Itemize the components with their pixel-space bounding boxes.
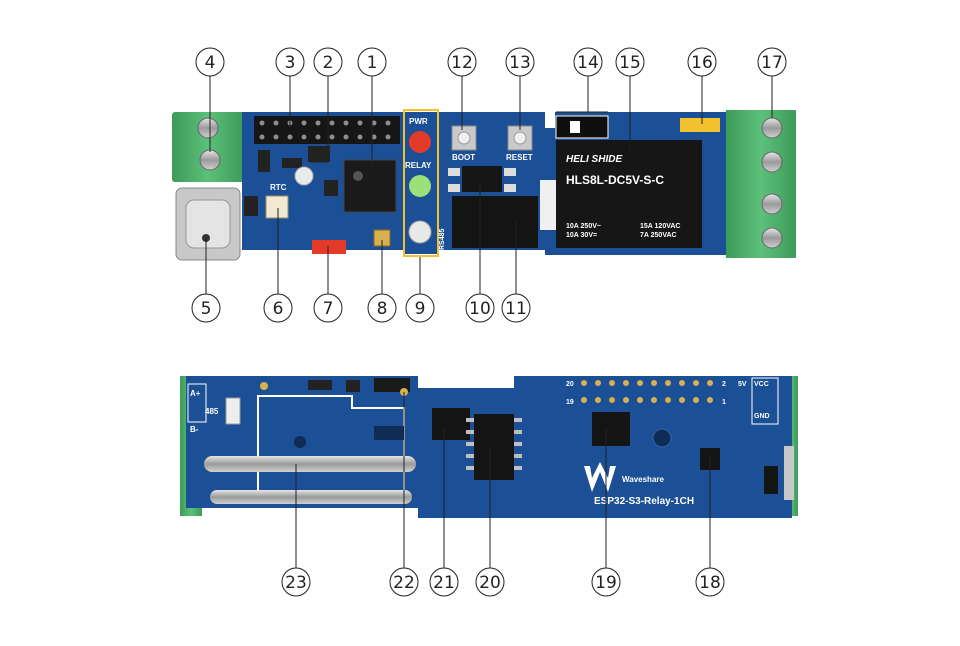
svg-text:20: 20 xyxy=(479,573,501,593)
callout-lines xyxy=(205,76,773,568)
metal-bar-bottom xyxy=(210,490,412,504)
svg-text:22: 22 xyxy=(393,573,415,593)
svg-text:16: 16 xyxy=(691,53,713,73)
relay-rating-1: 10A 250V~ xyxy=(566,223,601,230)
led-group-outline xyxy=(403,109,439,257)
vcc-silk: VCC xyxy=(754,381,769,388)
esp32-s3-chip xyxy=(343,159,397,213)
waveshare-logo-icon xyxy=(584,462,616,492)
svg-text:2: 2 xyxy=(323,53,334,73)
boot-silk: BOOT xyxy=(452,153,475,162)
rs485-silk: RS485 xyxy=(439,228,446,250)
optocoupler xyxy=(462,166,502,192)
terminal-block-right xyxy=(726,110,796,258)
jumper-cap xyxy=(680,118,720,132)
relay-rating-2: 10A 30V= xyxy=(566,232,597,239)
svg-text:5: 5 xyxy=(201,299,212,319)
screw-icon xyxy=(761,151,783,173)
terminal-block-left xyxy=(172,112,244,182)
svg-text:13: 13 xyxy=(509,53,531,73)
model-silk: ESP32-S3-Relay-1CH xyxy=(594,496,694,507)
pin-1-silk: 1 xyxy=(722,399,726,406)
brand-silk: Waveshare xyxy=(622,475,665,484)
label-485-silk: 485 xyxy=(205,407,219,416)
relay-rating-3: 15A 120VAC xyxy=(640,223,680,230)
rtc-silk: RTC xyxy=(270,183,287,192)
relay-silk: RELAY xyxy=(405,161,432,170)
driver-block xyxy=(452,196,538,248)
board-bottom: A+ 485 B- 20 19 2 1 5V xyxy=(180,376,798,518)
dip-switch[interactable] xyxy=(555,115,609,139)
svg-text:10: 10 xyxy=(469,299,491,319)
svg-text:9: 9 xyxy=(415,299,426,319)
svg-text:14: 14 xyxy=(577,53,599,73)
b-minus-silk: B- xyxy=(190,425,199,434)
svg-text:8: 8 xyxy=(377,299,388,319)
rtc-connector xyxy=(265,195,289,219)
callouts-middle: 5 6 7 8 9 10 11 xyxy=(191,293,531,323)
five-v-silk: 5V xyxy=(738,381,747,388)
screw-icon xyxy=(761,117,783,139)
svg-text:7: 7 xyxy=(323,299,334,319)
svg-text:12: 12 xyxy=(451,53,473,73)
board-top: RTC PWR RELAY RS485 BOOT RESET HELI SHID… xyxy=(172,110,796,261)
pin-19-silk: 19 xyxy=(566,399,574,406)
svg-text:15: 15 xyxy=(619,53,641,73)
svg-text:18: 18 xyxy=(699,573,721,593)
svg-text:6: 6 xyxy=(273,299,284,319)
svg-text:17: 17 xyxy=(761,53,783,73)
reset-silk: RESET xyxy=(506,153,533,162)
metal-bar-top xyxy=(204,456,416,472)
screw-icon xyxy=(199,149,221,171)
callouts-top: 4 3 2 1 12 13 14 15 16 17 xyxy=(195,47,787,77)
pwr-led xyxy=(409,131,431,153)
svg-text:21: 21 xyxy=(433,573,455,593)
pin-20-silk: 20 xyxy=(566,381,574,388)
svg-text:1: 1 xyxy=(367,53,378,73)
pin-2-silk: 2 xyxy=(722,381,726,388)
relay-led xyxy=(409,175,431,197)
ic-20 xyxy=(474,414,514,480)
svg-text:23: 23 xyxy=(285,573,307,593)
relay-rating-4: 7A 250VAC xyxy=(640,232,677,239)
status-led xyxy=(408,220,432,244)
relay-brand: HELI SHIDE xyxy=(566,154,622,165)
svg-text:3: 3 xyxy=(285,53,296,73)
svg-text:4: 4 xyxy=(205,53,216,73)
callouts-bottom: 23 22 21 20 19 18 xyxy=(281,567,725,597)
ic-21 xyxy=(432,408,470,440)
relay-model: HLS8L-DC5V-S-C xyxy=(566,173,664,187)
screw-icon xyxy=(197,117,219,139)
svg-text:19: 19 xyxy=(595,573,617,593)
ic-19 xyxy=(592,412,630,446)
gnd-silk: GND xyxy=(754,413,770,420)
svg-text:11: 11 xyxy=(505,299,527,319)
pwr-silk: PWR xyxy=(409,117,428,126)
gpio-header xyxy=(254,116,400,144)
screw-icon xyxy=(761,193,783,215)
relay-component xyxy=(556,140,702,248)
a-plus-silk: A+ xyxy=(190,389,201,398)
screw-icon xyxy=(761,227,783,249)
red-component xyxy=(312,240,346,254)
